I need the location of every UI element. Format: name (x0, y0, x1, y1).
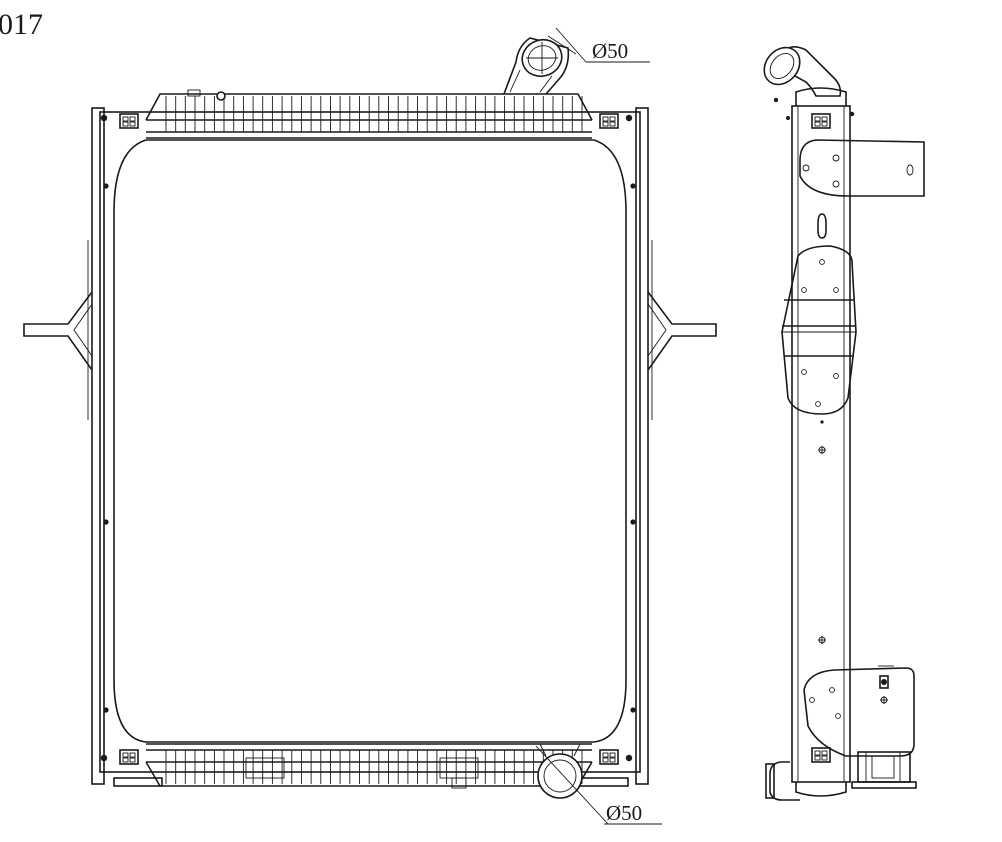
side-inlet-opening (763, 46, 801, 86)
inlet-pipe (503, 37, 570, 95)
left-side-frame (91, 107, 105, 785)
part-number-label: 017 (0, 8, 43, 41)
side-lower-fitting (879, 675, 889, 689)
radiator-frame (99, 111, 641, 773)
outlet-leader (535, 745, 609, 825)
outlet-opening (537, 753, 583, 799)
side-foot (851, 781, 917, 789)
side-outlet-pipe (769, 761, 800, 801)
side-top-tank (795, 87, 847, 106)
side-view (763, 46, 925, 801)
bottom-tank (145, 761, 593, 787)
bottom-tank-ribs (165, 750, 583, 784)
side-column (791, 105, 851, 783)
radiator-core (113, 139, 627, 743)
right-foot (579, 777, 629, 787)
left-mount-bracket (23, 291, 93, 371)
side-bottom-tank (795, 782, 847, 797)
connector-top-right (599, 113, 619, 129)
side-inlet-elbow (781, 46, 842, 97)
side-connector-top (811, 113, 831, 129)
outlet-pipe (537, 743, 583, 799)
connector-bottom-right (599, 749, 619, 765)
drain-plug (216, 91, 226, 101)
inlet-leader (555, 27, 587, 63)
side-connector-bottom (811, 747, 831, 763)
side-upper-mount-plate (799, 139, 925, 197)
right-side-frame (635, 107, 649, 785)
connector-top-left (119, 113, 139, 129)
connector-bottom-left (119, 749, 139, 765)
top-tank-ribs (165, 96, 583, 132)
top-tank (145, 93, 593, 121)
frame-bolts (100, 114, 636, 762)
left-foot (113, 777, 163, 787)
front-view: Ø50 Ø50 (23, 27, 717, 825)
outlet-diameter-label: Ø50 (606, 801, 642, 825)
side-keyhole-slot (817, 213, 827, 239)
bottom-clip-right (439, 757, 479, 779)
inlet-diameter-label: Ø50 (592, 39, 628, 63)
side-column-bolts (818, 420, 826, 644)
side-middle-bracket (781, 245, 857, 415)
right-mount-bracket (647, 291, 717, 371)
side-lower-mount-plate (803, 667, 915, 757)
bottom-clip-left (245, 757, 285, 779)
